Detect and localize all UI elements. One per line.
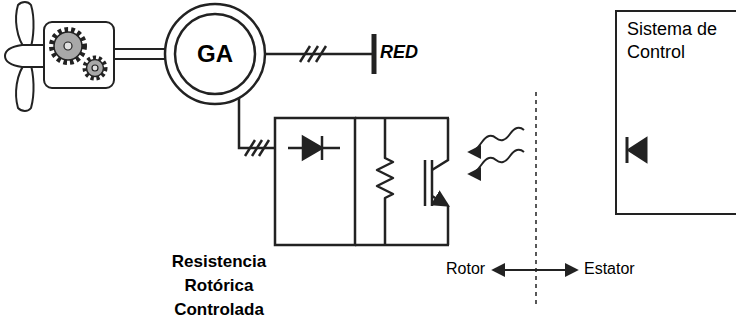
transistor-symbol	[432, 196, 447, 205]
photodiode-symbol	[627, 137, 646, 163]
resistor-symbol	[377, 118, 393, 245]
side-arrow	[494, 269, 576, 271]
gear-large	[54, 32, 82, 60]
gearbox	[44, 22, 114, 88]
resistor-symbol	[377, 118, 393, 245]
rectifier-box	[275, 118, 355, 245]
diode-symbol	[303, 137, 322, 159]
generator-label: GA	[197, 40, 233, 68]
shaft	[114, 49, 168, 59]
dc-rails	[355, 118, 449, 245]
dc-rails	[355, 117, 449, 120]
rotor-blades	[16, 62, 33, 111]
dc-rails	[355, 244, 449, 247]
optical-link	[470, 128, 524, 152]
rotor-wire	[239, 98, 275, 148]
control-system-box: Sistema de Control	[615, 10, 736, 215]
transistor-symbol	[425, 118, 448, 245]
transistor-symbol	[447, 206, 450, 245]
gear-large	[64, 42, 72, 50]
transistor-symbol	[424, 160, 427, 206]
stator-three-phase-line	[265, 46, 374, 62]
optical-link	[470, 128, 524, 174]
control-label: Sistema de Control	[627, 18, 730, 65]
gearbox	[44, 22, 114, 88]
rotor-side-label: Rotor	[446, 260, 485, 278]
grid-busbar	[372, 34, 377, 74]
gear-large	[52, 30, 84, 62]
transistor-symbol	[431, 160, 434, 206]
gear-small	[85, 58, 105, 78]
rotor-resistance-converter: Resistencia Rotórica Controlada	[275, 118, 455, 245]
stator-side-label: Estator	[584, 260, 635, 278]
rotor-ring	[175, 14, 255, 94]
diode-symbol	[322, 147, 340, 150]
stator-ring	[165, 4, 265, 104]
gear-small	[87, 60, 104, 77]
hub-nose	[5, 45, 44, 67]
stator-three-phase-line	[316, 46, 326, 62]
diode-symbol	[288, 136, 340, 160]
gear-small	[85, 58, 105, 78]
rotor-blades	[16, 2, 33, 50]
rectifier-box	[275, 118, 355, 245]
photodiode-symbol	[629, 139, 646, 161]
gear-large	[52, 30, 84, 62]
grid-label: RED	[380, 42, 418, 63]
shaft	[114, 49, 168, 59]
isolation-line	[535, 92, 537, 305]
side-arrow	[494, 269, 576, 271]
diode-symbol	[288, 147, 303, 150]
generator-circle: GA	[163, 2, 267, 106]
optical-link	[470, 150, 524, 174]
gear-small	[92, 65, 98, 71]
hub-nose	[5, 45, 44, 67]
isolation-line	[535, 92, 537, 305]
grid-busbar	[372, 34, 377, 74]
converter-heading: Resistencia Rotórica Controlada	[163, 250, 275, 322]
transistor-symbol	[432, 118, 448, 170]
